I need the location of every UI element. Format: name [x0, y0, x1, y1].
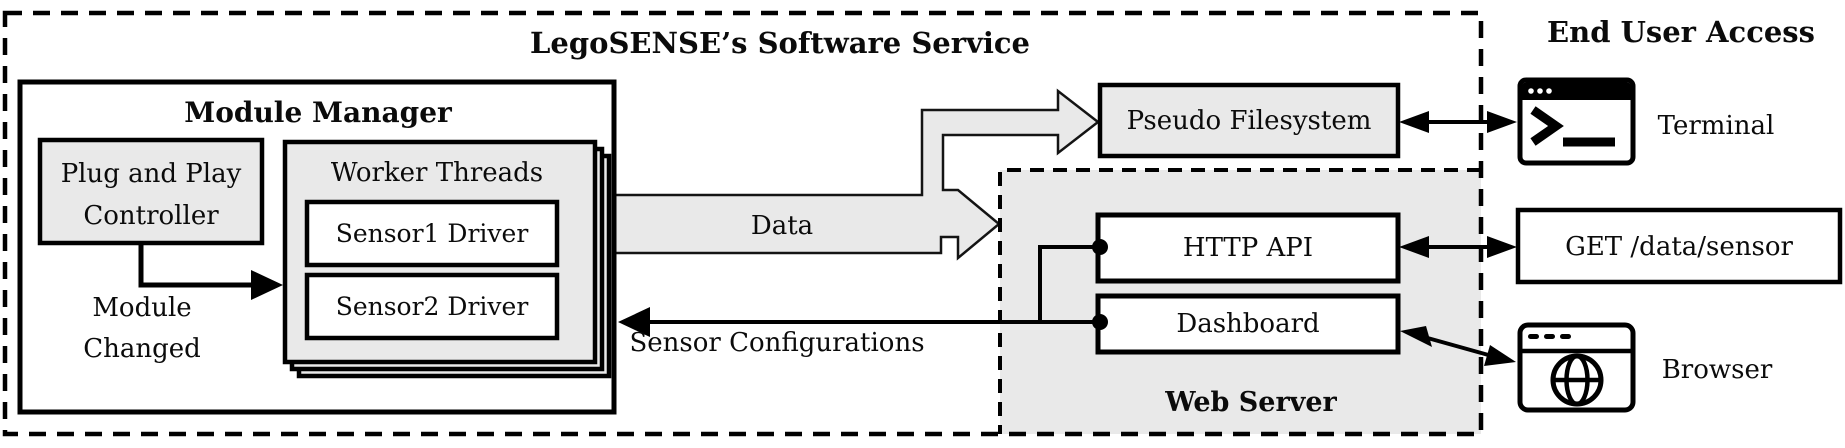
api-request-arrowhead-right — [1487, 236, 1517, 258]
http-api-junction-dot — [1092, 239, 1108, 255]
software-service-dashed-border — [2, 10, 1484, 437]
module-manager-title: Module Manager — [184, 96, 453, 129]
pseudo-filesystem-box — [1097, 82, 1401, 159]
module-changed-arrow-line — [138, 243, 252, 288]
terminal-label: Terminal — [1658, 111, 1775, 141]
web-server-title: Web Server — [1164, 387, 1337, 418]
http-api-label: HTTP API — [1183, 233, 1313, 263]
dashboard-browser-arrow-line — [1423, 335, 1493, 358]
get-request-label: GET /data/sensor — [1565, 232, 1793, 262]
data-flow-arrow — [610, 88, 1101, 261]
software-service-title: LegoSENSE’s Software Service — [530, 26, 1030, 60]
browser-icon — [1517, 322, 1636, 413]
filesystem-terminal-arrowhead-right — [1487, 111, 1517, 133]
module-changed-arrowhead — [251, 270, 283, 300]
terminal-icon — [1517, 77, 1636, 166]
http-api-config-branch-line — [1038, 245, 1100, 322]
dashboard-browser-arrowhead-right — [1484, 345, 1516, 366]
api-request-arrowhead-left — [1399, 236, 1429, 258]
dashboard-browser-arrowhead-left — [1400, 326, 1432, 347]
filesystem-terminal-arrowhead-left — [1399, 111, 1429, 133]
pnp-controller-box — [37, 137, 265, 246]
dashboard-junction-dot — [1092, 314, 1108, 330]
pnp-controller-label-line1: Plug and Play — [61, 159, 242, 189]
pnp-controller-label-line2: Controller — [83, 201, 219, 231]
sensor1-driver-box — [304, 199, 560, 268]
dashboard-box — [1095, 293, 1401, 355]
sensor1-driver-label: Sensor1 Driver — [336, 219, 529, 248]
get-request-box — [1515, 207, 1843, 285]
end-user-access-title: End User Access — [1547, 15, 1815, 49]
module-changed-label-line2: Changed — [83, 334, 201, 364]
pseudo-filesystem-label: Pseudo Filesystem — [1127, 106, 1372, 136]
web-server-dashed-border — [998, 168, 1481, 434]
sensor-config-label: Sensor Configurations — [629, 328, 924, 358]
browser-label: Browser — [1662, 355, 1773, 385]
sensor2-driver-label: Sensor2 Driver — [336, 292, 529, 321]
dashboard-label: Dashboard — [1176, 309, 1319, 339]
sensor2-driver-box — [304, 272, 560, 341]
data-flow-label: Data — [751, 211, 813, 241]
module-changed-label-line1: Module — [92, 293, 191, 323]
worker-threads-label: Worker Threads — [331, 158, 543, 188]
sensor-config-arrowhead — [618, 307, 650, 337]
